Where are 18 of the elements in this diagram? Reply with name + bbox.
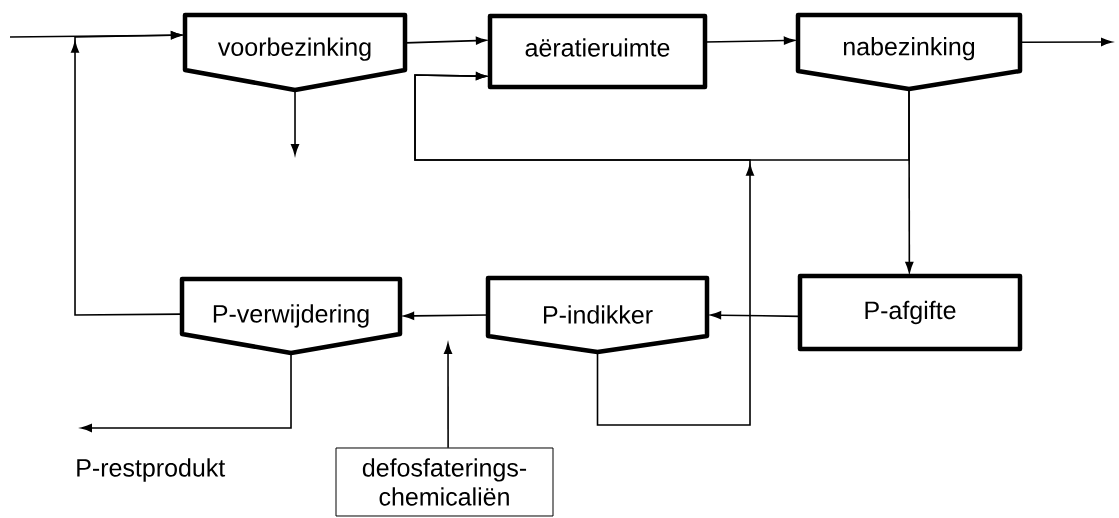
arrow bbox=[444, 343, 453, 449]
input-box: defosfaterings- chemicaliën bbox=[335, 447, 554, 517]
arrow bbox=[404, 36, 487, 45]
process-box: P-afgifte bbox=[797, 273, 1023, 352]
arrow bbox=[704, 36, 795, 45]
settling-tank-box: voorbezinking bbox=[182, 12, 408, 93]
process-box: aëratieruimte bbox=[487, 13, 708, 90]
settling-tank-box: P-indikker bbox=[485, 275, 710, 355]
arrow bbox=[291, 89, 299, 155]
arrow bbox=[414, 72, 754, 426]
arrow bbox=[81, 352, 292, 432]
settling-tank-box: nabezinking bbox=[795, 12, 1023, 92]
arrow bbox=[71, 31, 183, 316]
arrow bbox=[403, 311, 489, 320]
arrow bbox=[710, 311, 801, 320]
arrow bbox=[1019, 38, 1112, 47]
settling-tank-box: P-verwijdering bbox=[179, 276, 403, 356]
output-label: P-restprodukt bbox=[77, 458, 226, 482]
